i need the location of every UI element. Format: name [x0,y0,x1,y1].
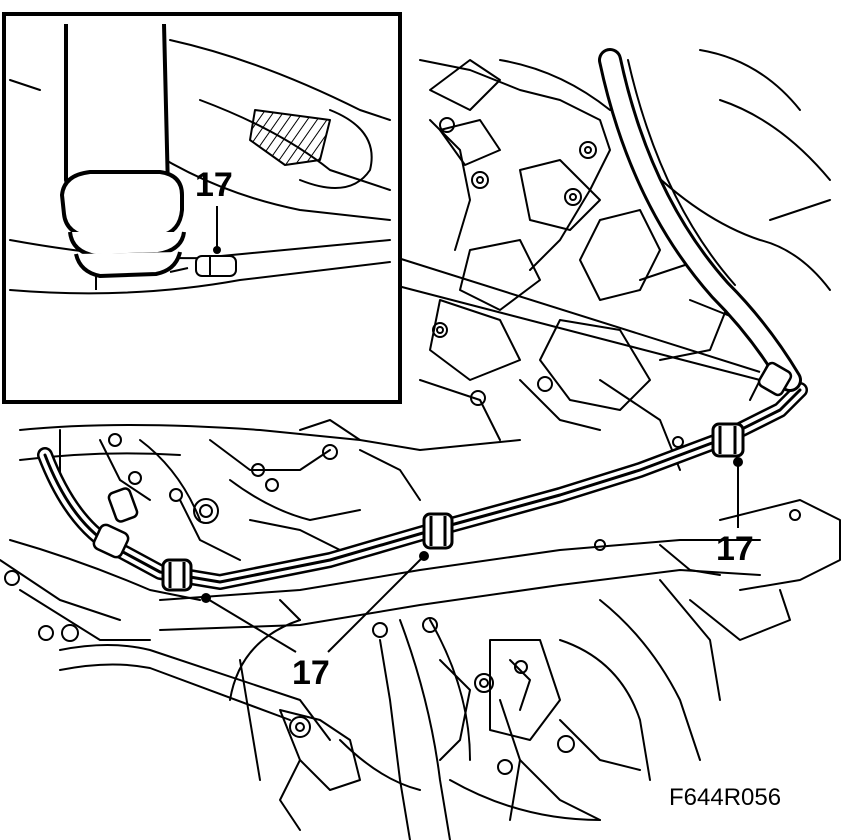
callout-17-right: 17 [716,530,754,568]
figure-reference: F644R056 [669,784,781,811]
pipe-fittings [92,361,793,559]
detail-inset [2,12,402,404]
callout-17-inset: 17 [195,166,233,204]
bolt-heads [4,117,801,775]
callout-leaders [201,257,761,653]
pipe-clips [161,422,745,592]
callout-17-bottom: 17 [292,654,330,692]
engine-background-lineart [0,49,841,840]
